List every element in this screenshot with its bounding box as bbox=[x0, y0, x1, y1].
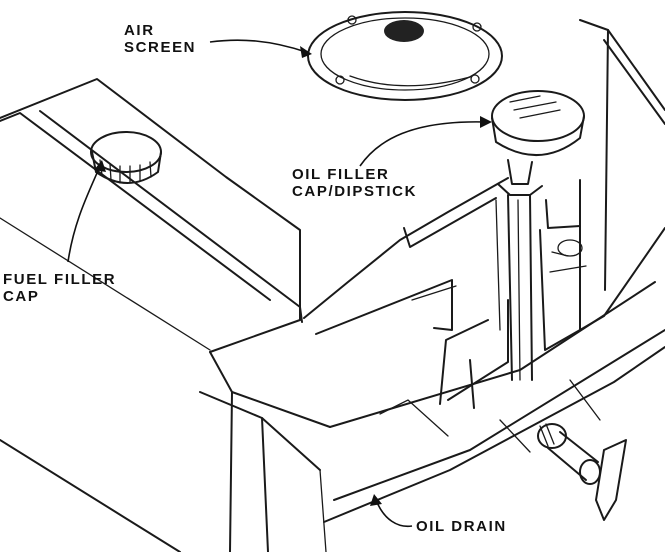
air-screen-label-line-2: SCREEN bbox=[124, 39, 197, 56]
air-screen-label-line-1: AIR bbox=[124, 22, 155, 39]
oil-drain-label-line-1: OIL DRAIN bbox=[416, 518, 507, 535]
air-screen-label: AIR SCREEN bbox=[124, 22, 196, 56]
oil-drain-arrow bbox=[375, 499, 413, 528]
fuel-filler-label: FUEL FILLER CAP bbox=[3, 271, 116, 305]
fuel-tank-housing bbox=[0, 78, 331, 552]
fuel-filler-label-line-1: FUEL FILLER bbox=[3, 271, 117, 288]
oil-drain-label: OIL DRAIN bbox=[416, 518, 507, 535]
oil-filler-arrow bbox=[359, 121, 487, 167]
air-screen-arrow bbox=[209, 39, 307, 53]
oil-filler-label-line-1: OIL FILLER bbox=[292, 166, 390, 183]
oil-filler-label-line-2: CAP/DIPSTICK bbox=[292, 183, 418, 200]
oil-drain-fitting bbox=[537, 423, 627, 521]
oil-filler-cap bbox=[491, 90, 585, 381]
fuel-filler-arrow bbox=[67, 165, 101, 263]
oil-filler-label: OIL FILLER CAP/DIPSTICK bbox=[292, 166, 417, 200]
air-screen bbox=[307, 11, 503, 101]
fuel-filler-label-line-2: CAP bbox=[3, 288, 40, 305]
callout-arrows bbox=[67, 39, 492, 528]
